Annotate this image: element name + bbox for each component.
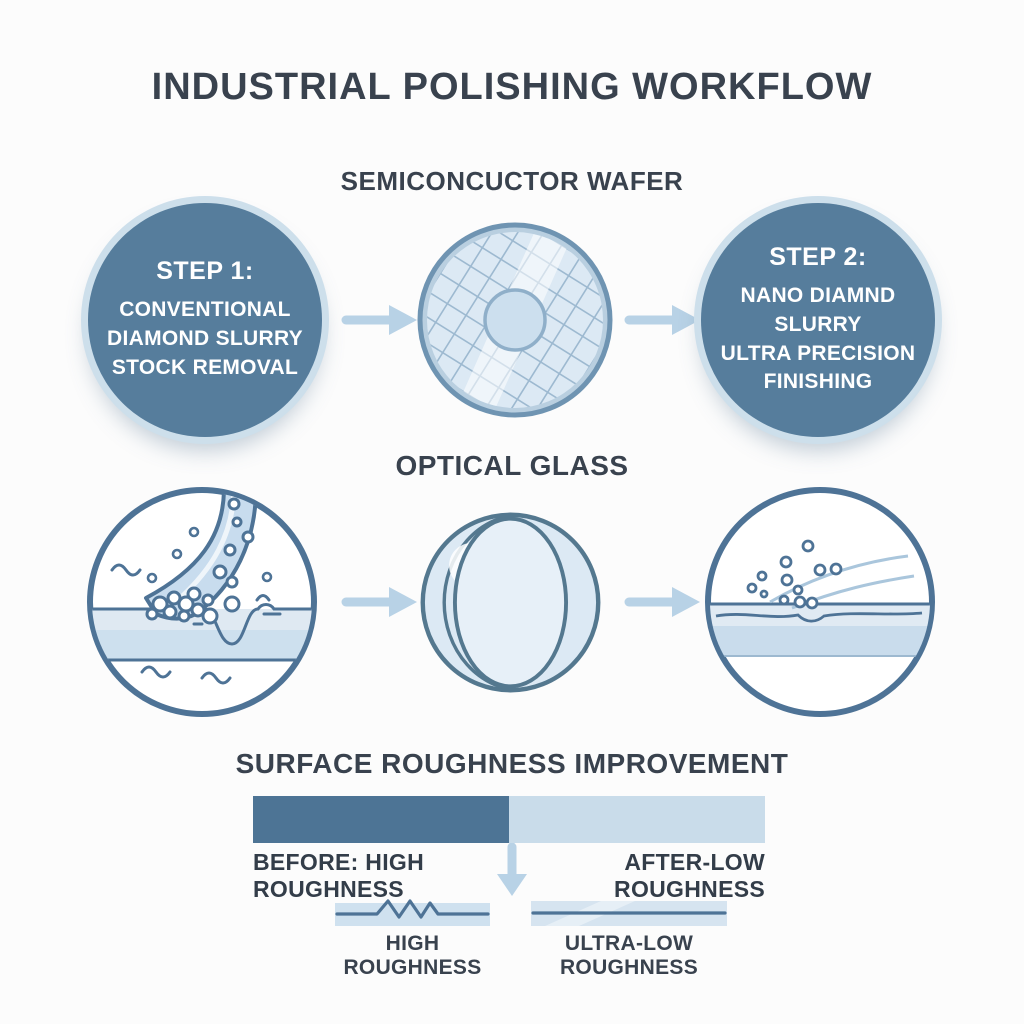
- roughness-comparison-bar: [253, 796, 765, 843]
- step1-line-1: CONVENTIONAL: [119, 298, 291, 322]
- ultra-low-roughness-profile: [531, 901, 727, 926]
- after-roughness-caption: AFTER-LOW ROUGHNESS: [614, 849, 765, 902]
- after-bar-segment: [509, 796, 765, 843]
- high-roughness-caption: HIGH ROUGHNESS: [343, 932, 482, 979]
- page-title: INDUSTRIAL POLISHING WORKFLOW: [151, 66, 873, 108]
- step1-line-3: STOCK REMOVAL: [111, 355, 299, 379]
- arrow-down-icon: [497, 843, 527, 896]
- arrow-right-icon: [341, 587, 417, 617]
- high-roughness-profile: [335, 899, 490, 926]
- arrow-right-icon: [341, 305, 417, 335]
- step1-line-2: DIAMOND SLURRY: [107, 327, 303, 351]
- before-roughness-caption: BEFORE: HIGH ROUGHNESS: [253, 849, 424, 902]
- ultra-low-roughness-caption: ULTRA-LOW ROUGHNESS: [559, 932, 699, 979]
- before-bar-segment: [253, 796, 509, 843]
- ultra-precision-finishing-illustration: [705, 487, 935, 717]
- surface-roughness-label: SURFACE ROUGHNESS IMPROVEMENT: [235, 748, 789, 779]
- optical-glass-lens-illustration: [420, 512, 601, 693]
- step2-line-1: NANO DIAMND SLURRY: [740, 283, 896, 336]
- optical-glass-label: OPTICAL GLASS: [395, 450, 629, 481]
- step2-heading: STEP 2:: [769, 242, 867, 271]
- step2-circle: STEP 2: NANO DIAMND SLURRY ULTRA PRECISI…: [701, 203, 935, 437]
- semiconductor-wafer-label: SEMICONCUCTOR WAFER: [340, 166, 684, 196]
- arrow-right-icon: [624, 587, 700, 617]
- step2-line-3: FINISHING: [763, 370, 873, 394]
- step2-line-2: ULTRA PRECISION: [720, 341, 916, 365]
- semiconductor-wafer-illustration: [417, 222, 613, 418]
- arrow-right-icon: [624, 305, 700, 335]
- step1-circle: STEP 1: CONVENTIONAL DIAMOND SLURRY STOC…: [88, 203, 322, 437]
- slurry-stock-removal-illustration: [87, 487, 317, 717]
- step1-heading: STEP 1:: [156, 257, 254, 286]
